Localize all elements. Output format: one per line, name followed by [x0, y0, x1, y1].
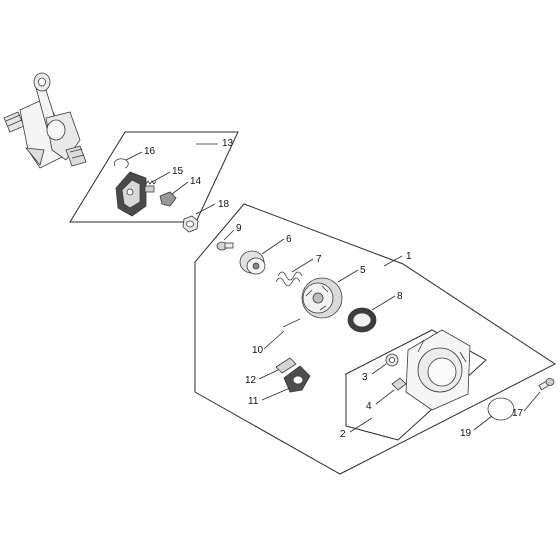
part-12-pawl	[275, 357, 297, 374]
part-7-spring	[275, 271, 303, 287]
starter-housing	[405, 329, 471, 411]
part-16-circlip	[113, 158, 129, 169]
part-3-bushing	[385, 353, 399, 367]
callout-3: 3	[362, 372, 368, 383]
callout-5: 5	[360, 265, 366, 276]
callout-14: 14	[190, 176, 202, 187]
part-8-recoil-spring	[347, 307, 377, 333]
callout-10: 10	[252, 345, 264, 356]
part-18-nut	[182, 215, 199, 233]
callout-labels: 13 16 15 14 18 1 9 6 7 5 8 10 12 11 3 4 …	[144, 138, 524, 440]
callout-13: 13	[222, 138, 234, 149]
callout-19: 19	[460, 428, 472, 439]
callout-4: 4	[366, 401, 372, 412]
part-14-pawl	[159, 191, 177, 207]
part-5-pulley	[301, 277, 343, 319]
group-1-frame	[194, 203, 556, 475]
callout-15: 15	[172, 166, 184, 177]
leader-lines	[125, 143, 541, 433]
callout-7: 7	[316, 254, 322, 265]
callout-9: 9	[236, 223, 242, 234]
callout-2: 2	[340, 429, 346, 440]
callout-1: 1	[406, 251, 412, 262]
callout-18: 18	[218, 199, 230, 210]
callout-6: 6	[286, 234, 292, 245]
part-19-cover	[487, 397, 515, 421]
part-pawl-plate	[115, 171, 147, 217]
part-6-hub	[239, 250, 266, 275]
callout-8: 8	[397, 291, 403, 302]
part-10-pin	[282, 318, 301, 328]
callout-12: 12	[245, 375, 257, 386]
callout-17: 17	[512, 408, 524, 419]
part-9-screw	[216, 241, 234, 251]
callout-16: 16	[144, 146, 156, 157]
part-15-spring	[144, 180, 157, 193]
part-17-screw	[538, 378, 555, 391]
callout-11: 11	[248, 396, 259, 407]
part-4-washer	[391, 377, 407, 391]
part-11-handle	[283, 365, 311, 393]
crankshaft-assembly	[3, 72, 87, 169]
